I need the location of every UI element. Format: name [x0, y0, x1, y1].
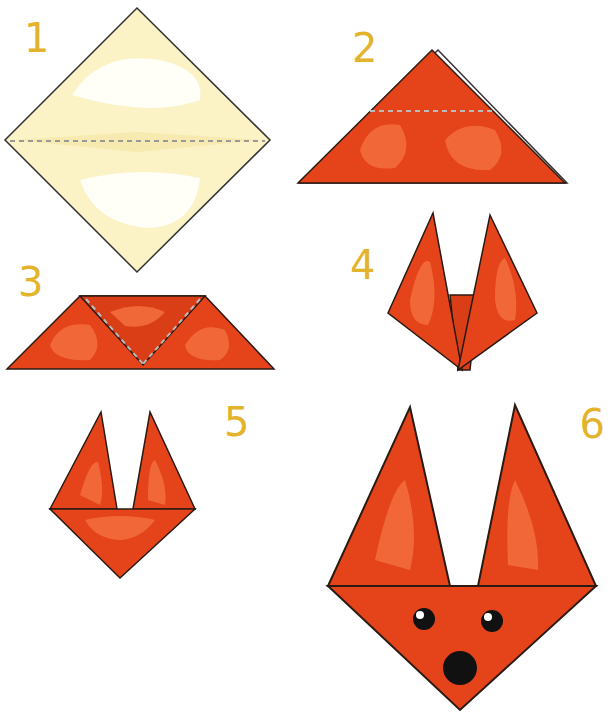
step-number: 1 — [24, 18, 49, 58]
folded-corners — [7, 296, 274, 369]
top-folded-down — [50, 412, 195, 578]
ears-folded-up — [388, 213, 537, 370]
square-paper — [5, 8, 270, 272]
folded-triangle — [298, 50, 567, 183]
step-number: 6 — [580, 404, 605, 444]
step-number: 2 — [352, 28, 377, 68]
step-number: 3 — [18, 262, 43, 302]
step-number: 5 — [224, 402, 249, 442]
step-number: 4 — [350, 245, 375, 285]
fox-face — [328, 405, 596, 710]
